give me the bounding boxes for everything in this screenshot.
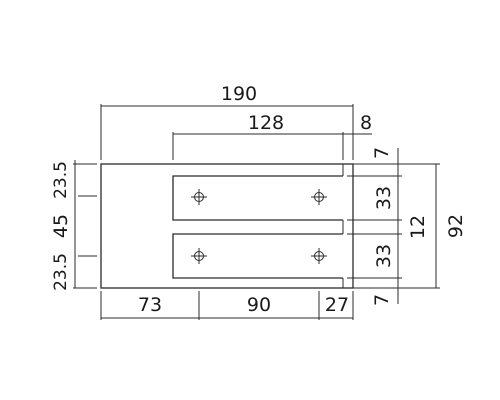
crosshair-circle-icon bbox=[311, 248, 327, 264]
dim-right-slot-top: 33 bbox=[373, 186, 395, 210]
dim-overall-width: 190 bbox=[221, 83, 257, 105]
dim-left-margin-bottom: 23.5 bbox=[51, 253, 71, 291]
left-dimensions: 23.5 45 23.5 bbox=[50, 160, 97, 291]
crosshair-circle-icon bbox=[311, 189, 327, 205]
right-dimensions: 7 33 12 33 7 92 bbox=[347, 147, 467, 306]
dim-right-bottom: 7 bbox=[371, 294, 393, 306]
crosshair-circle-icon bbox=[191, 189, 207, 205]
dim-left-margin-top: 23.5 bbox=[51, 161, 71, 199]
hole-markers bbox=[191, 189, 327, 264]
lower-slot bbox=[172, 233, 343, 279]
dim-top-gap: 8 bbox=[360, 112, 372, 134]
dim-left-middle: 45 bbox=[50, 214, 72, 238]
top-dimensions: 190 128 8 bbox=[100, 83, 372, 160]
dim-slot-length: 128 bbox=[248, 112, 284, 134]
part-outline bbox=[100, 163, 354, 289]
bottom-dimensions: 73 90 27 bbox=[100, 291, 354, 320]
plate-body bbox=[100, 163, 354, 289]
dim-bottom-left: 73 bbox=[138, 294, 162, 316]
dim-overall-height: 92 bbox=[445, 214, 467, 238]
dim-right-center: 12 bbox=[407, 215, 429, 239]
crosshair-circle-icon bbox=[191, 248, 207, 264]
dim-bottom-middle: 90 bbox=[247, 294, 271, 316]
dim-right-top: 7 bbox=[371, 147, 393, 159]
dim-right-slot-bottom: 33 bbox=[373, 244, 395, 268]
upper-slot bbox=[172, 175, 343, 221]
dim-bottom-right: 27 bbox=[325, 294, 349, 316]
